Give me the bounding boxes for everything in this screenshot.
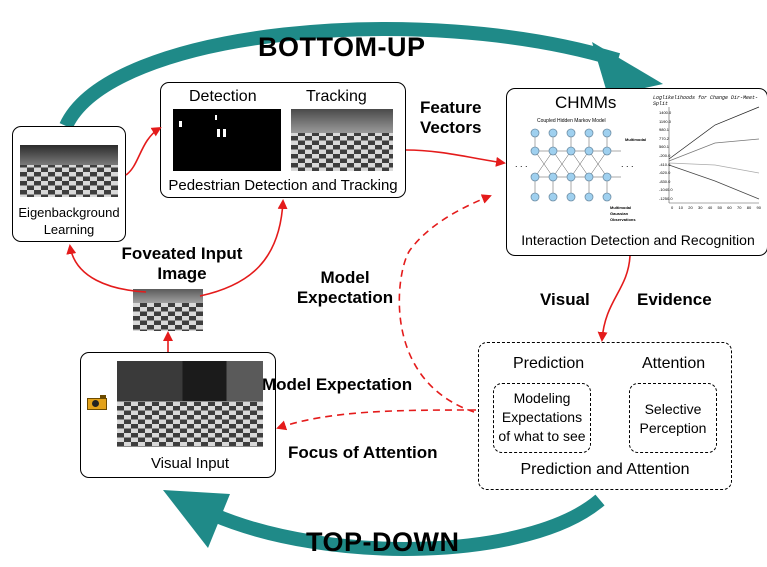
- svg-text:. . .: . . .: [515, 159, 528, 169]
- visual-label: Visual: [540, 290, 590, 309]
- selective-line2: Perception: [639, 420, 707, 436]
- plot-y-tick: 1400.0: [659, 110, 672, 115]
- foveated-line2: Image: [157, 264, 207, 283]
- svg-text:. . .: . . .: [621, 159, 634, 169]
- bottom-up-arrowhead: [592, 42, 663, 96]
- plot-x-ticks: 0 10 20 30 40 50 60 70 80 90: [671, 205, 761, 210]
- plot-x-tick: 50: [717, 205, 722, 210]
- visual-input-caption: Visual Input: [150, 455, 230, 472]
- top-down-arrowhead: [163, 490, 230, 548]
- chmm-side-label-a: Multimodal: [610, 205, 632, 210]
- arrow-focus-of-attention: [276, 409, 477, 431]
- plot-x-tick: 80: [746, 205, 752, 210]
- top-down-title: TOP-DOWN: [306, 527, 460, 557]
- chmm-side-label-1: Multimodal: [625, 137, 647, 142]
- attention-label: Attention: [642, 355, 706, 372]
- loglikelihood-plot-title: Loglikelihoods for Change Dir-Meet-Split: [653, 95, 759, 107]
- eigenbackground-label-line1: Eigenbackground: [18, 205, 120, 220]
- selective-line1: Selective: [644, 401, 702, 417]
- tracking-image: [291, 109, 393, 171]
- plot-y-tick: -620.0: [659, 170, 671, 176]
- plot-x-tick: 70: [737, 205, 742, 210]
- model-expectation-label: Model Expectation: [286, 268, 404, 308]
- interaction-box: CHMMs Coupled Hidden Markov Model . . . …: [506, 88, 767, 256]
- prediction-attention-caption: Prediction and Attention: [520, 461, 690, 478]
- plot-x-tick: 0: [671, 205, 674, 210]
- plot-y-tick: 560.1: [659, 144, 670, 150]
- prediction-attention-box: Prediction Attention Modeling Expectatio…: [478, 342, 732, 490]
- plot-y-tick: -830.0: [659, 178, 671, 184]
- camera-icon: [87, 395, 107, 411]
- model-expectation-line1: Model: [320, 268, 370, 287]
- plot-y-tick: 770.2: [659, 135, 670, 141]
- pedestrian-caption: Pedestrian Detection and Tracking: [168, 177, 398, 194]
- eigenbackground-label-line2: Learning: [43, 222, 95, 237]
- arrow-visual-evidence: [597, 255, 631, 342]
- prediction-label: Prediction: [513, 355, 585, 372]
- chmm-model-caption: Coupled Hidden Markov Model: [537, 118, 606, 124]
- plot-x-tick: 20: [688, 205, 693, 210]
- model-expectation-line2: Expectation: [296, 288, 394, 307]
- plot-y-tick: 980.1: [659, 127, 670, 133]
- modeling-line2: Expectations: [501, 409, 583, 425]
- plot-x-tick: 40: [707, 205, 713, 210]
- visual-input-image: [117, 361, 263, 447]
- arrow-eigen-to-pedestrian: [125, 126, 162, 176]
- plot-y-tick: -1040.0: [659, 187, 673, 193]
- bottom-up-arrow: [59, 22, 621, 130]
- plot-x-tick: 10: [678, 205, 683, 210]
- arrow-features: [405, 149, 506, 167]
- loglikelihood-plot: [668, 106, 760, 204]
- chmm-side-labels: Multimodal Gaussian Observations: [610, 205, 636, 223]
- chmm-lattice: . . . . . .: [515, 128, 634, 202]
- feature-vectors-line2: Vectors: [420, 118, 482, 137]
- focus-of-attention-label: Focus of Attention: [288, 443, 438, 462]
- selective-box: Selective Perception: [629, 383, 717, 453]
- bottom-up-title: BOTTOM-UP: [258, 32, 426, 62]
- chmm-side-label-c: Observations: [610, 217, 636, 222]
- modeling-line3: of what to see: [498, 428, 586, 444]
- plot-y-ticks: 1400.0 1190.0 980.1 770.2 560.1 -200.0 -…: [659, 109, 673, 204]
- visual-input-box: Visual Input: [80, 352, 276, 478]
- plot-y-tick: 1190.0: [659, 118, 671, 124]
- foveated-line1: Foveated Input: [121, 244, 243, 263]
- chmms-title: CHMMs: [555, 93, 617, 112]
- arrow-foveated-to-eigen: [66, 244, 147, 293]
- model-expectation-label-2: Model Expectation: [262, 375, 413, 394]
- modeling-box: Modeling Expectations of what to see: [493, 383, 591, 453]
- eigenbackground-image: [20, 145, 118, 197]
- evidence-label: Evidence: [637, 290, 712, 309]
- plot-x-tick: 30: [698, 205, 703, 210]
- plot-y-tick: -1250.0: [659, 195, 673, 201]
- modeling-line1: Modeling: [513, 390, 571, 406]
- pedestrian-box: Detection Tracking Pedestrian Detection …: [160, 82, 406, 198]
- plot-y-tick: -410.0: [659, 161, 671, 167]
- tracking-label: Tracking: [306, 88, 367, 105]
- top-down-arrow: [209, 494, 605, 556]
- detection-image: [173, 109, 281, 171]
- arrow-foveated-to-pedestrian: [199, 199, 288, 297]
- interaction-caption: Interaction Detection and Recognition: [521, 232, 755, 248]
- detection-label: Detection: [189, 88, 257, 105]
- feature-vectors-line1: Feature: [420, 98, 482, 117]
- plot-y-tick: -200.0: [659, 152, 671, 158]
- foveated-label: Foveated Input Image: [112, 244, 252, 284]
- eigenbackground-box: Eigenbackground Learning: [12, 126, 126, 242]
- plot-x-tick: 90: [756, 205, 761, 210]
- chmm-side-label-b: Gaussian: [610, 211, 629, 216]
- foveated-image: [133, 289, 203, 331]
- arrow-model-expectation-up: [398, 194, 492, 413]
- feature-vectors-label: Feature Vectors: [420, 98, 481, 138]
- plot-x-tick: 60: [727, 205, 732, 210]
